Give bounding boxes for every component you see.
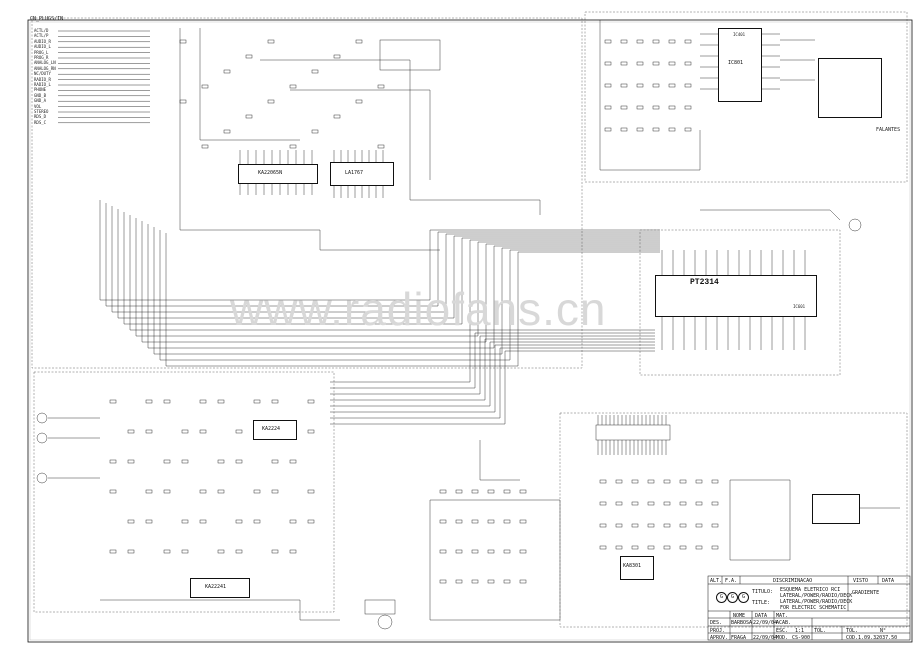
ic-radio-2-label: LA1767 xyxy=(345,170,364,176)
tb-mod: MOD. xyxy=(776,635,789,641)
connector-pin-label: ANALOG_RN xyxy=(34,65,56,71)
ic-deck-label: KA2224 xyxy=(262,426,281,432)
connector-pin-label: ACTL/D xyxy=(34,28,49,33)
ic-amp-label: IC801 xyxy=(728,60,744,66)
tb-date2: 22/09/04 xyxy=(753,635,778,641)
ic-processor-label: PT2314 xyxy=(690,278,719,287)
tb-date1: 22/09/04 xyxy=(753,620,778,626)
tb-titulo: TITULO: xyxy=(752,589,774,595)
tb-data: DATA xyxy=(882,578,895,584)
connector-pin-label: GND_B xyxy=(34,92,47,98)
connector-pin-label: GND_A xyxy=(34,98,47,104)
tb-esc: ESC. xyxy=(776,628,789,634)
connector-pin-label: AUDIO_L xyxy=(34,44,51,50)
tb-code: COD.1.09.32037.50 xyxy=(846,635,898,641)
connector-pin-label: STEREO xyxy=(34,109,49,114)
tb-des: DES. xyxy=(710,620,723,626)
company-logo: G xyxy=(716,592,727,603)
company-logo-3: G xyxy=(738,592,749,603)
tb-name2: FRAGA xyxy=(731,635,747,641)
falantes-label: FALANTES xyxy=(876,127,901,133)
ic-radio-label: KA22065N xyxy=(258,170,283,176)
connector-pin-label: RADIO_L xyxy=(34,82,51,87)
tb-title-line3: LATERAL/POWER/RADIO/DECK xyxy=(780,599,853,605)
ic-motor xyxy=(620,556,654,580)
tb-data-col: DATA xyxy=(755,613,768,619)
tb-model: CS-900 xyxy=(792,635,811,641)
tb-visto: VISTO xyxy=(853,578,869,584)
ic-processor xyxy=(655,275,817,317)
tb-proj: PROJ. xyxy=(710,628,726,634)
connector-pin-label: NC/DUTY xyxy=(34,71,51,77)
connector-pin-label: AUDIO_R xyxy=(34,38,51,44)
tb-aprov: APROV. xyxy=(710,635,729,641)
connector-pin-label: ANALOG_LN xyxy=(34,60,56,66)
tb-alt: ALT. xyxy=(710,578,723,584)
tb-mat: MAT. xyxy=(776,613,789,619)
ref-label-b: IC601 xyxy=(793,304,806,309)
connector-pin-label: VOL xyxy=(34,103,42,109)
tb-tol: TOL. xyxy=(814,628,827,634)
ref-label-a: IC401 xyxy=(733,32,746,37)
connector-pin-label: RDS_C xyxy=(34,119,47,125)
ic-radio-2 xyxy=(330,162,394,186)
connector-pin-label: PHONE xyxy=(34,87,47,93)
dashed-boundaries xyxy=(31,11,908,628)
connector-pin-label: PROG_L xyxy=(34,49,49,55)
tb-title-en: TITLE: xyxy=(752,600,771,606)
tb-acab: ACAB. xyxy=(776,620,792,626)
ic-radio xyxy=(238,164,318,184)
tb-esc-val: 1:1 xyxy=(795,628,805,634)
ic-amp xyxy=(718,28,762,102)
connector-pin-label: RDS_D xyxy=(34,114,47,120)
power-transformer xyxy=(812,494,860,524)
ic-motor-label: KA8301 xyxy=(623,563,642,569)
tb-name1: BARBOSA xyxy=(731,620,753,626)
ic-deck-2 xyxy=(190,578,250,598)
connector-header-label: CN_PLUGS/IN xyxy=(30,16,64,22)
connector-pin-label: RADIO_R xyxy=(34,76,51,82)
tb-company: GRADIENTE xyxy=(852,590,880,596)
tb-title-line1: ESQUEMA ELETRICO RCI xyxy=(780,587,841,593)
connector-pin-label: ACTL/P xyxy=(34,33,49,39)
ic-deck xyxy=(253,420,297,440)
tb-no: N° xyxy=(880,628,887,634)
ic-deck-2-label: KA22241 xyxy=(205,584,227,590)
speaker-connector xyxy=(818,58,882,118)
tb-nome: NOME xyxy=(733,613,746,619)
tb-fa: F.A. xyxy=(725,578,738,584)
tb-discriminacao: DISCRIMINACAO xyxy=(773,578,813,584)
tb-title-line4: FOR ELECTRIC SCHEMATIC xyxy=(780,605,847,611)
company-logo-2: G xyxy=(727,592,738,603)
watermark: www.radiofans.cn xyxy=(230,283,607,335)
connector-pin-label: PROG_R xyxy=(34,55,49,60)
tb-tol-val: TOL. xyxy=(846,628,859,634)
schematic-wiring xyxy=(36,20,900,630)
tb-title-line2: LATERAL/POWER/RADIO/DECK xyxy=(780,593,853,599)
